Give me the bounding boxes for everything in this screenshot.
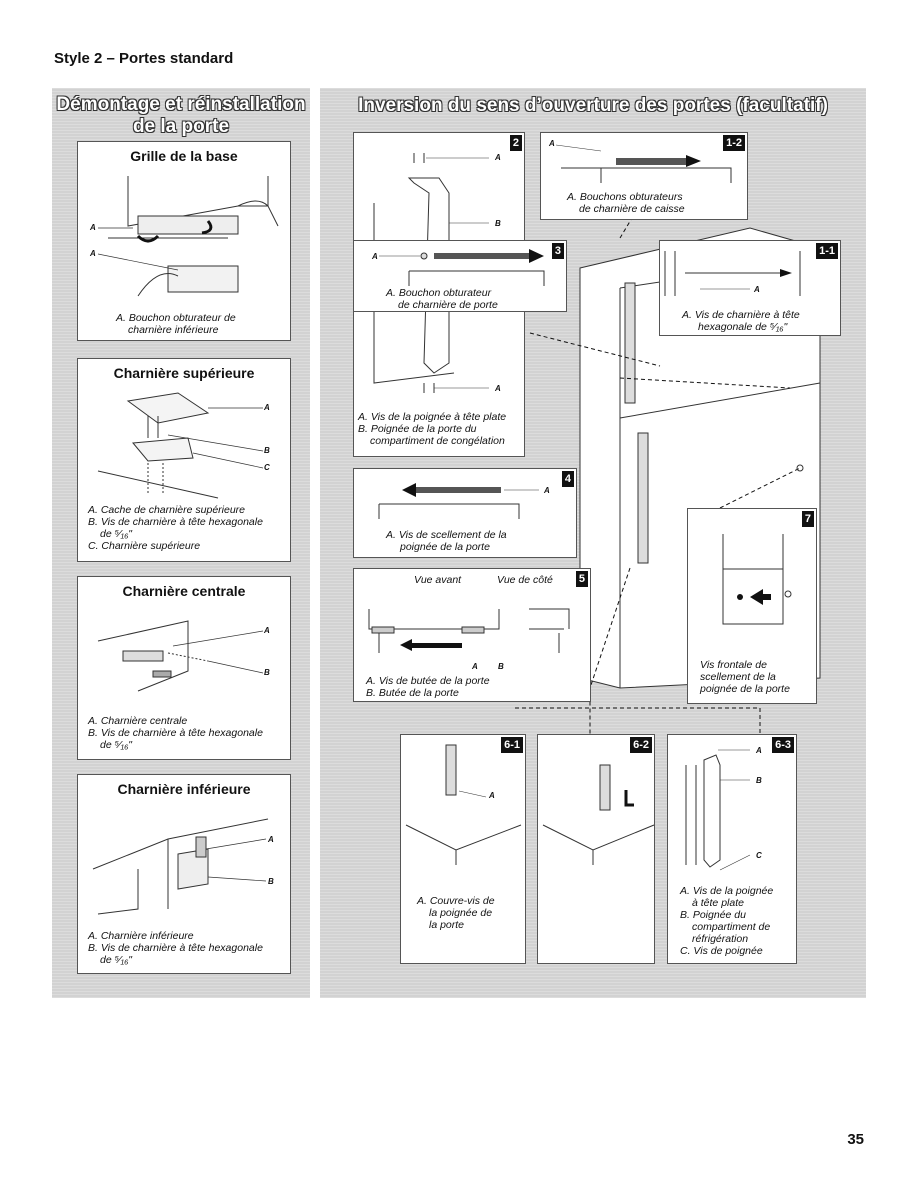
step-badge: 2 [509, 135, 522, 151]
box-bottom-hinge: Charnière inférieure A B A. Charnière in… [77, 774, 291, 974]
caption: A. Cache de charnière supérieure B. Vis … [88, 504, 263, 552]
caption: A. Vis de butée de la porte B. Butée de … [366, 675, 490, 699]
caption: A. Bouchon obturateur de charnière infér… [116, 312, 236, 336]
caption: A. Vis de la poignée à tête plate B. Poi… [358, 411, 507, 447]
front-view-label: Vue avant [414, 574, 462, 586]
label-a: A [90, 223, 96, 232]
box-center-hinge: Charnière centrale A B A. Charnière cent… [77, 576, 291, 760]
section-title: Style 2 – Portes standard [54, 50, 234, 67]
label-b: B [264, 446, 270, 455]
step-6-3: 6-3 A B C A. Vis de la poignée à tête pl… [667, 734, 797, 964]
label-a: A [756, 746, 762, 755]
front-seal-screw-illustration [722, 534, 792, 625]
box-heading: Charnière inférieure [117, 781, 251, 797]
page-number: 35 [847, 1131, 864, 1148]
handle-seal-screw-illustration [378, 483, 539, 519]
step-1-1: 1-1 A A. Vis de charnière à tête hexagon… [659, 240, 841, 336]
label-a: A [472, 662, 478, 671]
box-heading: Charnière supérieure [113, 365, 255, 381]
caption: A. Charnière inférieure B. Vis de charni… [88, 930, 263, 966]
door-handle-removal-illustration [542, 764, 655, 865]
step-6-1: 6-1 A A. Couvre-vis de la poignée de la … [400, 734, 526, 964]
box-heading: Charnière centrale [122, 583, 246, 599]
label-a: A [754, 285, 760, 294]
box-heading: Grille de la base [130, 148, 238, 164]
caption: A. Vis de scellement de la poignée de la… [386, 529, 507, 553]
caption: A. Vis de charnière à tête hexagonale de… [682, 309, 800, 333]
step-badge: 6-1 [501, 737, 523, 753]
step-badge: 5 [575, 571, 588, 587]
box-base-grille: Grille de la base A A A. Bouchon obturat… [77, 141, 291, 341]
step-badge: 1-1 [816, 243, 838, 259]
label-a: A [549, 139, 555, 148]
bottom-hinge-illustration [92, 818, 269, 915]
step-badge: 3 [551, 243, 564, 259]
step-badge: 7 [801, 511, 814, 527]
label-a: A [495, 384, 501, 393]
fridge-handle-illustration [685, 749, 751, 871]
right-panel: Inversion du sens d’ouverture des portes… [320, 88, 866, 998]
step-badge: 6-2 [630, 737, 652, 753]
base-grille-illustration [97, 176, 279, 297]
step-7: 7 Vis frontale de scellement de la poign… [687, 508, 817, 704]
step-badge: 6-3 [772, 737, 794, 753]
door-stop-illustration [368, 608, 570, 653]
step-1-2: 1-2 A A. Bouchons obturateurs de charniè… [540, 132, 748, 220]
label-a: A [544, 486, 550, 495]
side-view-label: Vue de côté [497, 574, 553, 586]
label-b: B [264, 668, 270, 677]
label-a: A [495, 153, 501, 162]
caption: A. Couvre-vis de la poignée de la porte [417, 895, 495, 931]
step-4: 4 A A. Vis de scellement de la poignée d… [353, 468, 577, 558]
label-b: B [498, 662, 504, 671]
top-hinge-illustration [97, 392, 264, 499]
label-a: A [90, 249, 96, 258]
step-badge: 1-2 [723, 135, 745, 151]
step-5: 5 Vue avant Vue de côté A B A. Vis de bu… [353, 568, 591, 702]
center-hinge-illustration [97, 620, 264, 692]
caption: A. Charnière centrale B. Vis de charnièr… [88, 715, 263, 751]
label-a: A [489, 791, 495, 800]
step-3: 3 A A. Bouchon obturateur de charnière d… [353, 240, 567, 312]
label-c: C [264, 463, 270, 472]
box-top-hinge: Charnière supérieure A B C A. Cache de c… [77, 358, 291, 562]
step-badge: 4 [561, 471, 574, 487]
caption: A. Bouchon obturateur de charnière de po… [386, 287, 498, 311]
label-b: B [495, 219, 501, 228]
label-c: C [756, 851, 762, 860]
left-panel-title: Démontage et réinstallation de la porte [56, 94, 306, 137]
right-panel-title: Inversion du sens d’ouverture des portes… [358, 95, 828, 116]
label-a: A [268, 835, 274, 844]
label-a: A [264, 403, 270, 412]
door-plug-illustration [379, 249, 545, 286]
cabinet-hinge-screw-illustration [664, 251, 801, 296]
label-b: B [756, 776, 762, 785]
label-a: A [372, 252, 378, 261]
label-a: A [264, 626, 270, 635]
cabinet-plugs-illustration [555, 144, 732, 183]
left-panel: Démontage et réinstallation de la porte … [52, 88, 310, 998]
caption: Vis frontale de scellement de la poignée… [700, 659, 790, 695]
caption: A. Vis de la poignée à tête plate B. Poi… [680, 885, 774, 957]
label-b: B [268, 877, 274, 886]
step-6-2: 6-2 [537, 734, 655, 964]
caption: A. Bouchons obturateurs de charnière de … [567, 191, 685, 215]
screw-cover-illustration [405, 744, 522, 865]
